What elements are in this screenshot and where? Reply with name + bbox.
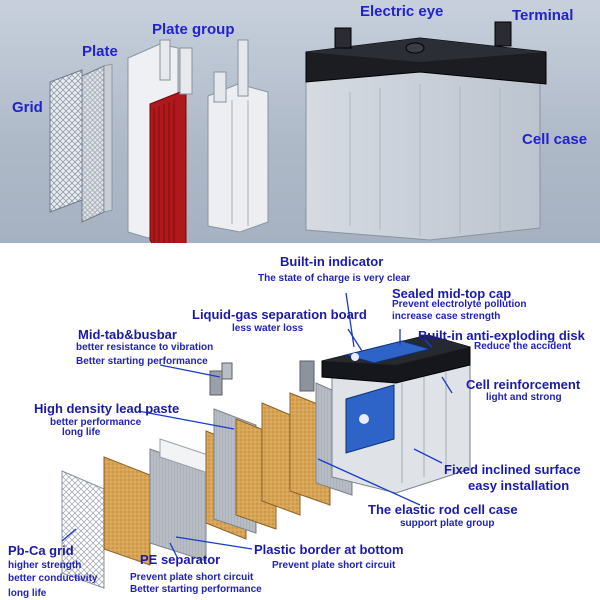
liquid-gas-desc: less water loss	[232, 323, 304, 334]
label-terminal: Terminal	[512, 7, 574, 24]
lead-paste-desc-2: long life	[62, 427, 101, 438]
sealed-cap-title: Sealed mid-top cap	[392, 286, 512, 301]
pb-ca-grid-shape	[61, 470, 105, 589]
label-plate: Plate	[82, 43, 118, 60]
pb-ca-grid-desc-1: higher strength	[8, 560, 82, 571]
liquid-gas-title: Liquid-gas separation board	[192, 307, 367, 322]
cell-case-shape	[305, 21, 547, 241]
electric-eye-shape	[405, 42, 425, 54]
sealed-cap-desc-1: Prevent electrolyte pollution	[392, 299, 527, 310]
exploded-view-top-panel: Grid Plate Plate group Electric eye Term…	[0, 0, 600, 243]
label-cell-case: Cell case	[522, 131, 588, 148]
plate-shape	[81, 65, 105, 223]
built-in-indicator-title: Built-in indicator	[280, 254, 384, 269]
built-in-indicator-desc: The state of charge is very clear	[258, 273, 411, 284]
terminal-post	[494, 21, 512, 47]
bottom-illustration	[61, 292, 471, 589]
inclined-surface-title: Fixed inclined surface	[444, 462, 581, 477]
plastic-border-desc: Prevent plate short circuit	[272, 560, 396, 571]
plate-group-2-shape	[207, 39, 269, 233]
pe-separator-desc-1: Prevent plate short circuit	[130, 572, 254, 583]
label-electric-eye: Electric eye	[360, 3, 444, 20]
pointer-lines	[61, 292, 453, 560]
brand-label	[344, 340, 432, 364]
top-illustration	[49, 21, 547, 243]
cell-reinforcement-title: Cell reinforcement	[466, 377, 581, 392]
sealed-cap-desc-2: increase case strength	[392, 311, 501, 322]
cell-reinforcement-desc: light and strong	[486, 392, 562, 403]
lead-paste-desc-1: better performance	[50, 417, 142, 428]
lead-paste-title: High density lead paste	[34, 401, 180, 416]
elastic-rod-title: The elastic rod cell case	[368, 502, 518, 517]
pb-ca-grid-desc-3: long life	[8, 588, 47, 599]
battery-case-shape	[321, 334, 471, 494]
elastic-rod-desc: support plate group	[400, 518, 495, 529]
lead-paste-plate-shape	[103, 456, 151, 566]
mid-tab-desc-1: better resistance to vibration	[76, 342, 214, 353]
pe-separator-title: PE separator	[140, 552, 221, 567]
mid-tab-desc-2: Better starting performance	[76, 356, 208, 367]
plate-group-shape	[127, 39, 193, 243]
mid-tab-title: Mid-tab&busbar	[78, 327, 177, 342]
pe-separator-desc-2: Better starting performance	[130, 584, 262, 595]
cap-post	[334, 27, 352, 49]
label-grid: Grid	[12, 99, 43, 116]
pb-ca-grid-title: Pb-Ca grid	[8, 543, 74, 558]
plastic-border-title: Plastic border at bottom	[254, 542, 404, 557]
pb-ca-grid-desc-2: better conductivity	[8, 573, 98, 584]
anti-exploding-desc: Reduce the accident	[474, 341, 572, 352]
label-plate-group: Plate group	[152, 21, 235, 38]
grid-shape	[49, 69, 83, 213]
inclined-surface-desc: easy installation	[468, 478, 570, 493]
annotated-view-bottom-panel: Built-in indicator The state of charge i…	[0, 243, 600, 600]
anti-exploding-title: Built-in anti-exploding disk	[418, 328, 585, 343]
